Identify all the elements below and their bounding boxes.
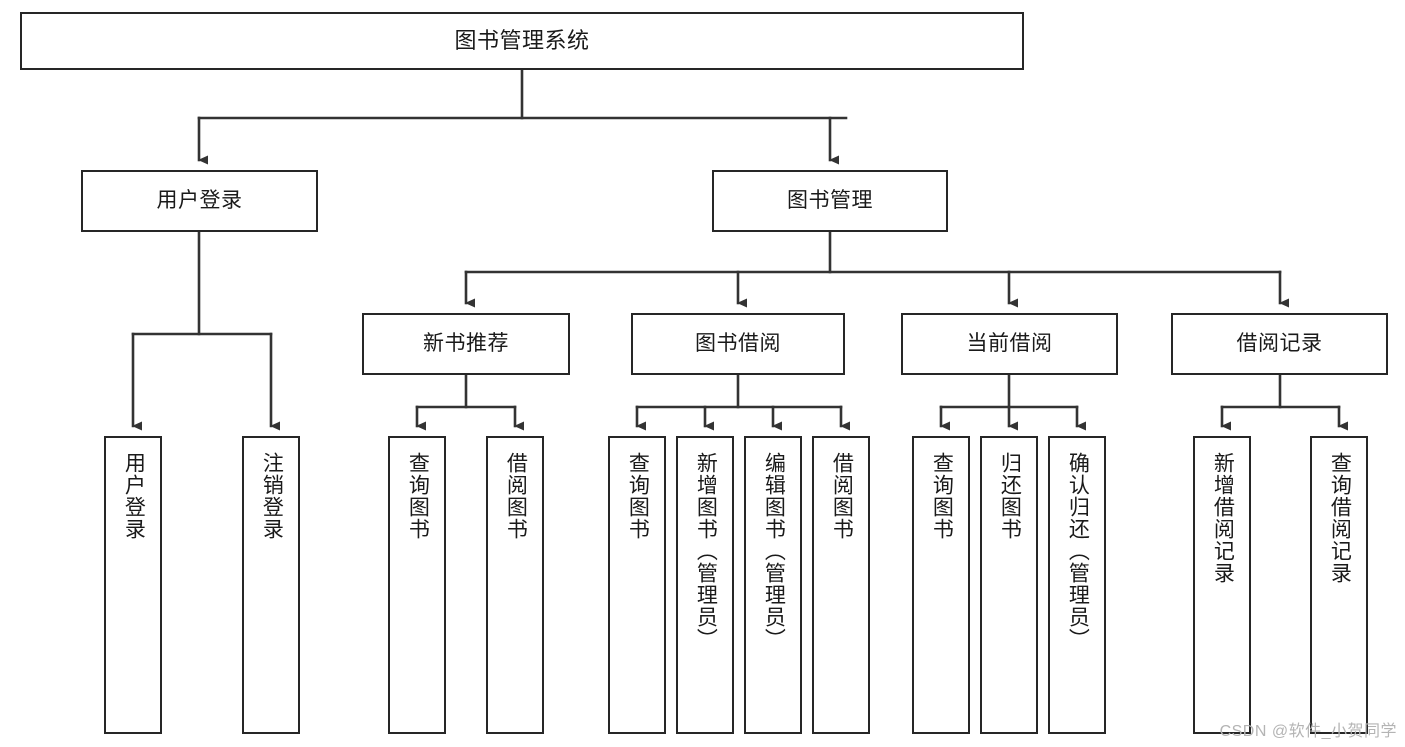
node-borrow-record[interactable]: 借阅记录 bbox=[1171, 313, 1388, 375]
leaf-current-borrow-query[interactable]: 查询图书 bbox=[912, 436, 970, 734]
leaf-user-login-login[interactable]: 用户登录 bbox=[104, 436, 162, 734]
leaf-current-borrow-confirm-return[interactable]: 确认归还（管理员） bbox=[1048, 436, 1106, 734]
leaf-book-borrow-edit[interactable]: 编辑图书（管理员） bbox=[744, 436, 802, 734]
node-current-borrow[interactable]: 当前借阅 bbox=[901, 313, 1118, 375]
node-book-borrow[interactable]: 图书借阅 bbox=[631, 313, 845, 375]
node-root-system[interactable]: 图书管理系统 bbox=[20, 12, 1024, 70]
node-label: 归还图书 bbox=[998, 452, 1022, 540]
node-book-management[interactable]: 图书管理 bbox=[712, 170, 948, 232]
leaf-book-borrow-borrow[interactable]: 借阅图书 bbox=[812, 436, 870, 734]
node-new-book-recommend[interactable]: 新书推荐 bbox=[362, 313, 570, 375]
node-label: 图书借阅 bbox=[695, 331, 781, 355]
leaf-new-book-borrow[interactable]: 借阅图书 bbox=[486, 436, 544, 734]
leaf-book-borrow-add[interactable]: 新增图书（管理员） bbox=[676, 436, 734, 734]
node-label: 借阅图书 bbox=[504, 452, 528, 540]
node-label: 新增借阅记录 bbox=[1211, 452, 1235, 584]
node-label: 当前借阅 bbox=[966, 331, 1053, 355]
node-label: 查询图书 bbox=[406, 452, 430, 540]
node-label: 新增图书（管理员） bbox=[694, 452, 718, 650]
node-label: 查询借阅记录 bbox=[1328, 452, 1352, 584]
node-label: 借阅图书 bbox=[830, 452, 854, 540]
leaf-borrow-record-query[interactable]: 查询借阅记录 bbox=[1310, 436, 1368, 734]
csdn-watermark: CSDN @软件_小贺同学 bbox=[1219, 723, 1397, 740]
node-label: 图书管理系统 bbox=[454, 28, 590, 54]
node-user-login[interactable]: 用户登录 bbox=[81, 170, 318, 232]
leaf-borrow-record-add[interactable]: 新增借阅记录 bbox=[1193, 436, 1251, 734]
leaf-current-borrow-return[interactable]: 归还图书 bbox=[980, 436, 1038, 734]
node-label: 查询图书 bbox=[626, 452, 650, 540]
leaf-user-login-logout[interactable]: 注销登录 bbox=[242, 436, 300, 734]
node-label: 编辑图书（管理员） bbox=[762, 452, 786, 650]
leaf-book-borrow-query[interactable]: 查询图书 bbox=[608, 436, 666, 734]
node-label: 用户登录 bbox=[156, 188, 243, 212]
node-label: 确认归还（管理员） bbox=[1066, 452, 1090, 650]
node-label: 图书管理 bbox=[787, 188, 873, 212]
node-label: 查询图书 bbox=[930, 452, 954, 540]
leaf-new-book-query[interactable]: 查询图书 bbox=[388, 436, 446, 734]
node-label: 新书推荐 bbox=[423, 331, 509, 355]
node-label: 借阅记录 bbox=[1236, 331, 1323, 355]
node-label: 注销登录 bbox=[260, 452, 284, 540]
node-label: 用户登录 bbox=[122, 452, 146, 540]
